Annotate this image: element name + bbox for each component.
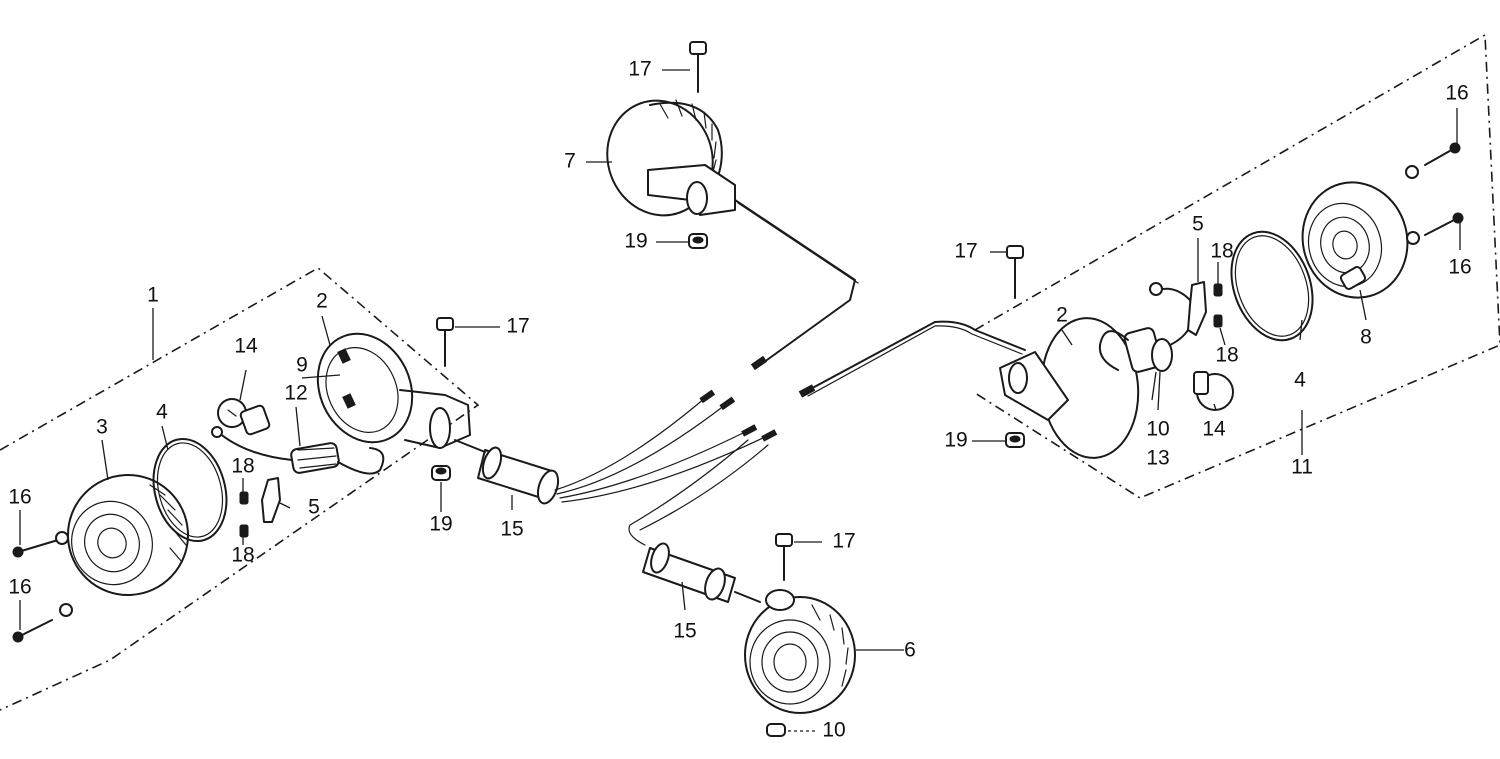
right-screws-16	[1405, 142, 1464, 245]
callout-7: 7	[564, 150, 576, 173]
left-socket	[211, 426, 385, 475]
callout-18-left-top: 18	[231, 455, 254, 478]
left-assembly-boundary	[0, 267, 480, 711]
right-bolt-17	[1006, 245, 1024, 299]
callout-labels: 1 2 2 3 4 4 5 5 6 7 8 9 10 10 11 12 13 1…	[8, 58, 1471, 742]
right-bulb	[1193, 371, 1234, 411]
bottom-turn-signal	[744, 589, 856, 714]
top-nut-19	[688, 233, 708, 249]
callout-15-bottom: 15	[673, 620, 696, 643]
callout-18-right-top: 18	[1210, 240, 1233, 263]
right-housing	[798, 317, 1140, 459]
callout-10-bottom: 10	[822, 719, 845, 742]
left-bolt-17	[436, 317, 454, 367]
callout-17-right: 17	[954, 240, 977, 263]
callout-4-left: 4	[156, 401, 168, 424]
right-nut-19	[1005, 432, 1025, 448]
bottom-bolt-17	[775, 533, 793, 581]
bottom-grommet-15	[642, 542, 761, 603]
left-nut-19	[431, 465, 451, 481]
callout-3: 3	[96, 416, 108, 439]
callout-8: 8	[1360, 326, 1372, 349]
callout-10-right: 10	[1146, 418, 1169, 441]
callout-19-right: 19	[944, 429, 967, 452]
callout-4-right: 4	[1294, 369, 1306, 392]
callout-16-left-bottom: 16	[8, 576, 31, 599]
left-grommet-15	[454, 439, 560, 505]
callout-2-left: 2	[316, 290, 328, 313]
callout-6: 6	[904, 639, 916, 662]
left-gasket	[152, 437, 228, 543]
callout-17-bottom: 17	[832, 530, 855, 553]
callout-12: 12	[284, 382, 307, 405]
left-housing	[316, 332, 471, 449]
callout-5-right: 5	[1192, 213, 1204, 236]
callout-18-left-bottom: 18	[231, 544, 254, 567]
callout-14-left: 14	[234, 335, 258, 358]
right-screws-18	[1213, 283, 1223, 328]
top-turn-signal	[606, 99, 859, 371]
bottom-wires	[628, 439, 769, 546]
callout-5-left: 5	[308, 496, 320, 519]
left-lens	[67, 474, 189, 596]
right-contact-plate	[1187, 281, 1207, 336]
callout-9: 9	[296, 354, 308, 377]
right-gasket	[1230, 230, 1314, 342]
left-bulb	[217, 398, 271, 436]
callout-14-right: 14	[1202, 418, 1226, 441]
callout-1: 1	[147, 284, 159, 307]
callout-16-right-bottom: 16	[1448, 256, 1471, 279]
left-contact-plate	[261, 477, 281, 523]
callout-17-top: 17	[628, 58, 651, 81]
callout-16-right-top: 16	[1445, 82, 1468, 105]
callout-13: 13	[1146, 447, 1169, 470]
callout-15-left: 15	[500, 518, 523, 541]
callout-16-left-top: 16	[8, 486, 31, 509]
top-bolt-17	[689, 41, 707, 93]
left-wires	[554, 389, 778, 503]
callout-17-left: 17	[506, 315, 529, 338]
left-screws-18	[239, 491, 249, 538]
leader-lines	[19, 69, 1461, 651]
callout-2-right: 2	[1056, 304, 1068, 327]
callout-11: 11	[1291, 456, 1313, 479]
bottom-nut-19	[766, 723, 786, 737]
left-screws-16	[12, 531, 73, 643]
right-socket	[1098, 282, 1194, 373]
callout-19-left: 19	[429, 513, 452, 536]
callout-19-top: 19	[624, 230, 647, 253]
callout-18-right-bottom: 18	[1215, 344, 1238, 367]
right-lens	[1301, 181, 1409, 299]
